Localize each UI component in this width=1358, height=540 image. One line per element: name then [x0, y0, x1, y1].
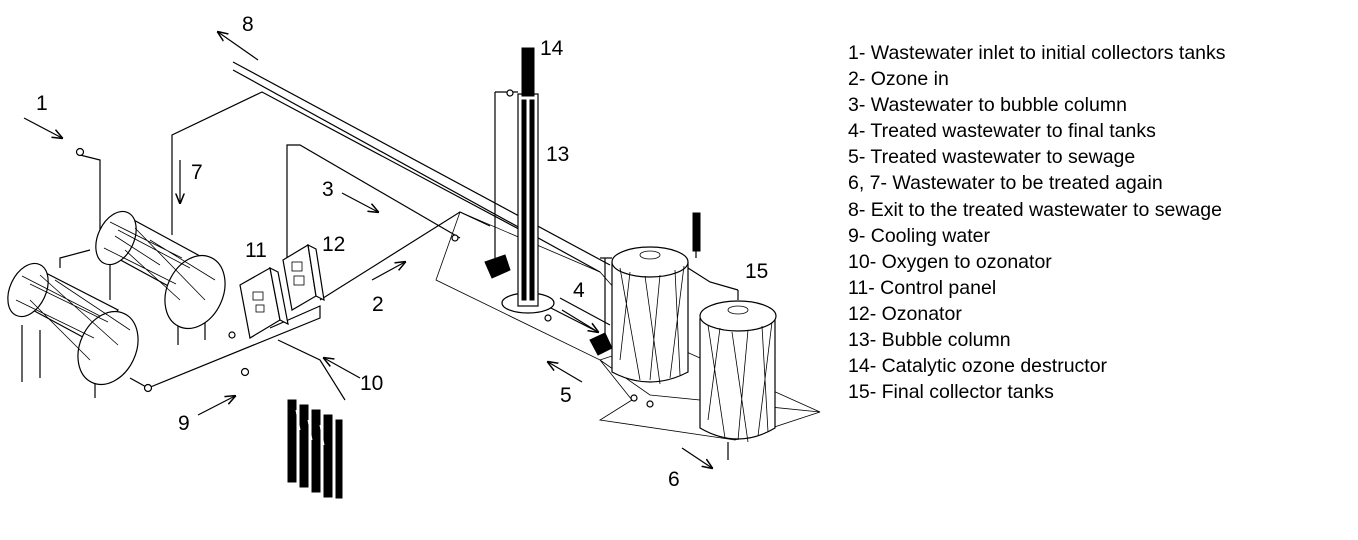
exit-pipe-8 [232, 61, 611, 273]
legend: 1- Wastewater inlet to initial collector… [848, 40, 1353, 405]
legend-item-15: 15- Final collector tanks [848, 381, 1054, 404]
arrow-8 [218, 32, 259, 61]
catalytic-destructor-14 [521, 47, 535, 97]
callout-3: 3 [322, 178, 334, 201]
legend-item-9: 9- Cooling water [848, 224, 990, 247]
legend-item-13: 13- Bubble column [848, 329, 1011, 352]
callout-9: 9 [178, 412, 190, 435]
legend-item-2: 2- Ozone in [848, 68, 949, 91]
legend-item-3: 3- Wastewater to bubble column [848, 94, 1127, 117]
legend-item-4: 4- Treated wastewater to final tanks [848, 120, 1156, 143]
ozonator-12 [282, 243, 325, 311]
arrow-10 [324, 358, 361, 379]
treated-pipe-4 [544, 297, 611, 333]
valve-fittings [228, 234, 654, 408]
callout-5: 5 [560, 384, 572, 407]
arrow-4 [561, 309, 598, 332]
callout-1: 1 [36, 92, 48, 115]
legend-item-14: 14- Catalytic ozone destructor [848, 355, 1108, 378]
callout-7: 7 [191, 161, 203, 184]
legend-item-1: 1- Wastewater inlet to initial collector… [848, 42, 1226, 64]
pump-near-column [484, 254, 511, 279]
final-tank-back [600, 246, 689, 385]
legend-item-6-7: 6, 7- Wastewater to be treated again [848, 172, 1163, 195]
callout-15: 15 [745, 260, 768, 283]
arrow-1 [23, 117, 62, 138]
callout-2: 2 [372, 293, 384, 316]
recycle-pipe-7 [171, 91, 531, 236]
legend-item-10: 10- Oxygen to ozonator [848, 250, 1052, 273]
callout-8: 8 [242, 13, 254, 36]
legend-item-5: 5- Treated wastewater to sewage [848, 146, 1136, 169]
callout-6: 6 [668, 468, 680, 491]
ozone-pipe-2 [319, 211, 491, 301]
callout-13: 13 [546, 143, 569, 166]
feed-pipe-3 [286, 144, 461, 260]
callout-14: 14 [540, 37, 564, 60]
legend-item-8: 8- Exit to the treated wastewater to sew… [848, 198, 1222, 221]
callout-11: 11 [245, 239, 267, 262]
arrow-5 [548, 362, 583, 383]
cooling-pipe-9 [129, 305, 346, 401]
initial-tank-front [7, 249, 139, 398]
final-tank-front [687, 267, 777, 460]
callout-10: 10 [360, 372, 383, 395]
control-panel-11 [239, 266, 289, 339]
legend-item-12: 12- Ozonator [848, 302, 962, 325]
initial-tank-back [95, 210, 226, 345]
callout-4: 4 [573, 279, 585, 302]
inlet-pipe-1 [75, 147, 101, 240]
bubble-column-13 [494, 89, 555, 314]
arrow-9 [197, 396, 235, 416]
flow-arrows [23, 32, 712, 468]
instrument-gauge [692, 212, 701, 258]
arrow-6 [681, 447, 712, 468]
oxygen-cylinders-10 [287, 399, 343, 499]
legend-item-11: 11- Control panel [848, 276, 997, 299]
pump-near-tanks [589, 332, 613, 356]
callout-labels: 1 2 3 4 5 6 7 8 9 10 11 12 13 14 15 [36, 13, 768, 491]
arrow-2 [371, 262, 405, 281]
callout-12: 12 [322, 233, 345, 256]
arrow-3 [341, 192, 378, 212]
